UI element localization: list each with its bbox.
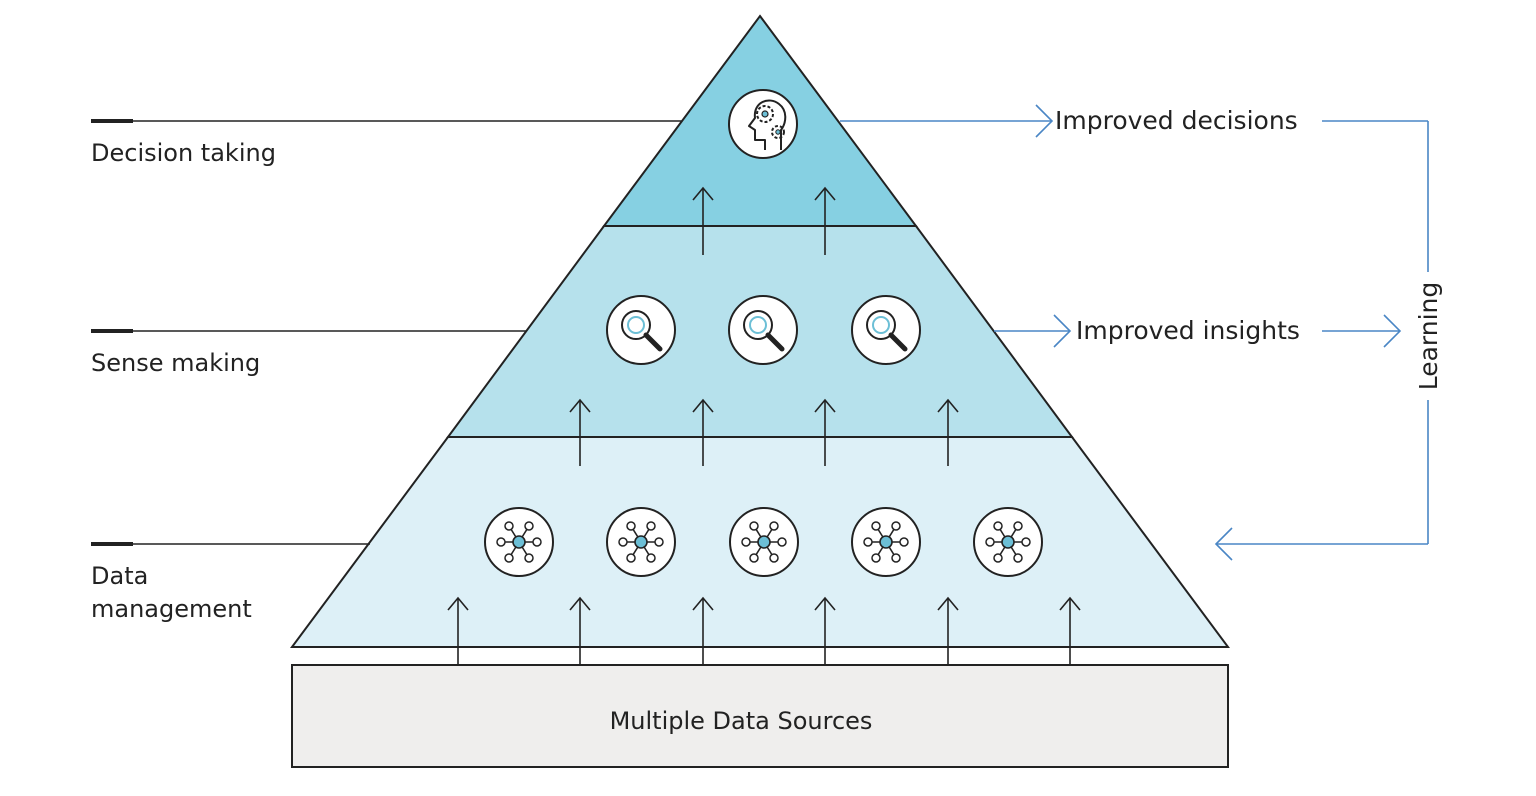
level-label-sense-making: Sense making [91, 329, 526, 377]
base-box [291, 664, 1229, 768]
outcome-improved-decisions: Improved decisions [840, 104, 1298, 138]
network-hub-icon [851, 507, 921, 577]
network-hub-icon [729, 507, 799, 577]
up-arrow [692, 398, 714, 466]
learning-feedback-loop [1214, 120, 1429, 561]
base-label: Multiple Data Sources [610, 707, 873, 735]
up-arrow [814, 186, 836, 255]
data-management-label-line2: management [91, 595, 252, 623]
improved-decisions-label: Improved decisions [1055, 106, 1298, 135]
outcome-improved-insights: Improved insights [994, 314, 1300, 348]
data-management-label-line1: Data [91, 562, 148, 590]
network-hub-icon [484, 507, 554, 577]
level-label-decision-taking: Decision taking [91, 119, 682, 167]
up-arrow [814, 398, 836, 466]
up-arrow [692, 596, 714, 665]
learning-label: Learning [1414, 282, 1443, 391]
up-arrow [569, 596, 591, 665]
up-arrow [569, 398, 591, 466]
up-arrow [1059, 596, 1081, 665]
network-hub-icon [606, 507, 676, 577]
improved-insights-label: Improved insights [1076, 316, 1300, 345]
up-arrow [814, 596, 836, 665]
network-hub-icon [973, 507, 1043, 577]
brain-gears-icon [728, 89, 798, 159]
up-arrows [447, 186, 1081, 665]
network-hub-icons [484, 507, 1043, 577]
decision-taking-label: Decision taking [91, 139, 276, 167]
magnifier-icon [606, 295, 676, 365]
up-arrow [447, 596, 469, 665]
magnifier-icon [728, 295, 798, 365]
magnifier-icon [851, 295, 921, 365]
up-arrow [937, 398, 959, 466]
up-arrow [937, 596, 959, 665]
level-label-data-management: Data management [91, 542, 370, 623]
up-arrow [692, 186, 714, 255]
sense-making-label: Sense making [91, 349, 260, 377]
